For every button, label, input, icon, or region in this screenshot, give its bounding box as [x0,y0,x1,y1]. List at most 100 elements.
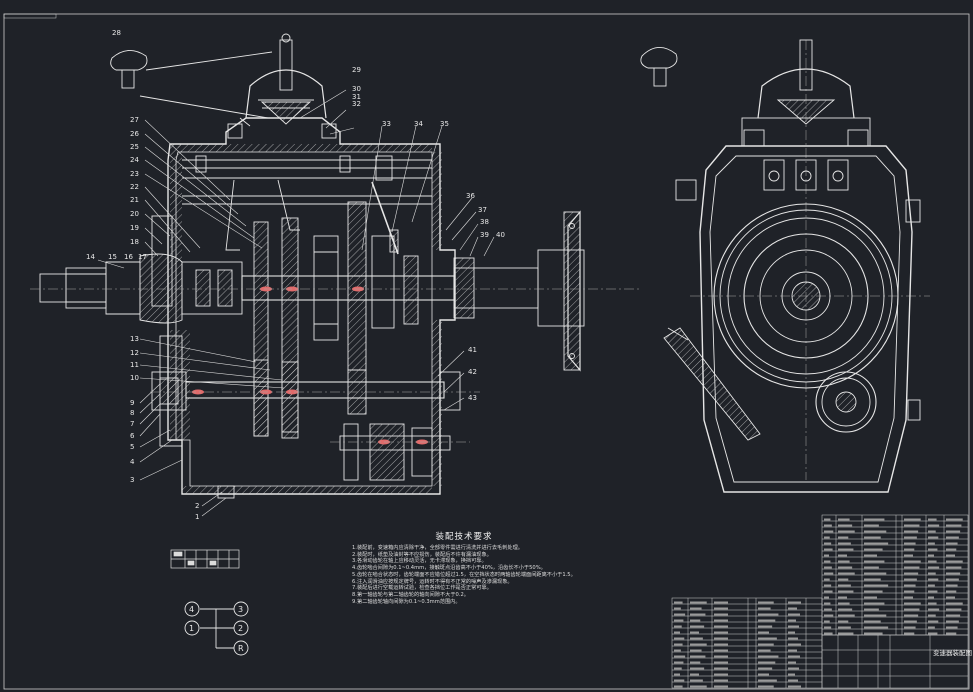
symbol-block [170,549,240,569]
callout-number: 17 [138,253,147,261]
drawing-corner-tab [3,13,57,19]
table-text-mark [946,542,958,545]
callout-number: 11 [130,361,139,369]
table-text-mark [864,584,889,587]
table-text-mark [714,613,728,616]
table-text-mark [946,572,961,575]
note-line: 8.第一轴齿轮与第二轴齿轮的轴向间隙不大于0.2。 [352,591,469,598]
table-text-mark [864,554,877,557]
table-text-mark [824,572,834,575]
table-text-mark [788,667,799,670]
callout-number: 13 [130,335,139,343]
callout-number: 8 [130,409,134,417]
shift-knob-right [640,47,678,87]
table-text-mark [714,679,728,682]
table-text-mark [864,518,885,521]
table-text-mark [864,548,883,551]
table-text-mark [824,626,832,629]
callout-number: 42 [468,368,477,376]
table-text-mark [690,601,707,604]
table-text-mark [928,584,935,587]
table-text-mark [824,554,829,557]
note-line: 6.注入润滑油应按规定牌号，运转时不得有不正常的噪声及渗漏现象。 [352,578,513,585]
table-text-mark [758,637,777,640]
table-text-mark [758,655,779,658]
table-text-mark [758,667,773,670]
table-text-mark [788,643,801,646]
table-text-mark [674,607,681,610]
table-text-mark [714,601,728,604]
legend-label: 2 [238,624,243,633]
table-text-mark [904,626,916,629]
table-text-mark [928,560,937,563]
table-text-mark [824,536,830,539]
callout-number: 9 [130,399,134,407]
callout-number: 3 [130,476,134,484]
table-text-mark [788,637,798,640]
callout-number: 1 [195,513,199,521]
table-text-mark [824,632,833,635]
table-text-mark [788,649,797,652]
table-text-mark [758,607,771,610]
table-text-mark [714,655,728,658]
table-text-mark [946,530,961,533]
table-text-mark [946,614,961,617]
table-text-mark [758,661,776,664]
table-text-mark [838,608,853,611]
table-text-mark [838,548,854,551]
table-text-mark [674,679,685,682]
table-text-mark [864,524,879,527]
table-text-mark [904,530,919,533]
table-text-mark [864,626,889,629]
table-text-mark [758,643,774,646]
table-text-mark [838,596,847,599]
table-text-mark [788,625,799,628]
table-text-mark [714,667,728,670]
table-text-mark [758,649,771,652]
callout-number: 43 [468,394,477,402]
table-text-mark [714,607,728,610]
table-text-mark [946,584,958,587]
table-text-mark [690,607,702,610]
table-text-mark [758,613,779,616]
callout-number: 19 [130,224,139,232]
table-text-mark [838,590,854,593]
table-text-mark [838,602,850,605]
table-text-mark [904,620,917,623]
table-text-mark [824,524,832,527]
table-text-mark [674,643,683,646]
table-text-mark [928,620,939,623]
callout-number: 26 [130,130,139,138]
table-text-mark [904,518,921,521]
table-text-mark [758,679,777,682]
callout-number: 25 [130,143,139,151]
table-text-mark [690,685,707,688]
table-text-mark [946,560,963,563]
callout-number: 23 [130,170,139,178]
table-text-mark [928,536,939,539]
table-text-mark [824,548,833,551]
table-text-mark [928,554,934,557]
table-text-mark [904,554,913,557]
table-text-mark [946,620,959,623]
notes-title: 装配技术要求 [435,532,493,542]
table-text-mark [928,566,940,569]
table-text-mark [864,602,885,605]
table-text-mark [946,608,962,611]
table-text-mark [864,542,889,545]
callout-number: 20 [130,210,139,218]
table-text-mark [864,614,887,617]
table-text-mark [864,632,883,635]
table-text-mark [864,578,881,581]
table-text-mark [788,661,796,664]
callout-number: 5 [130,443,134,451]
sectional-view [39,33,585,499]
table-text-mark [690,625,705,628]
table-text-mark [824,602,831,605]
table-text-mark [904,614,919,617]
table-text-mark [824,566,832,569]
table-text-mark [674,673,680,676]
table-text-mark [928,608,940,611]
